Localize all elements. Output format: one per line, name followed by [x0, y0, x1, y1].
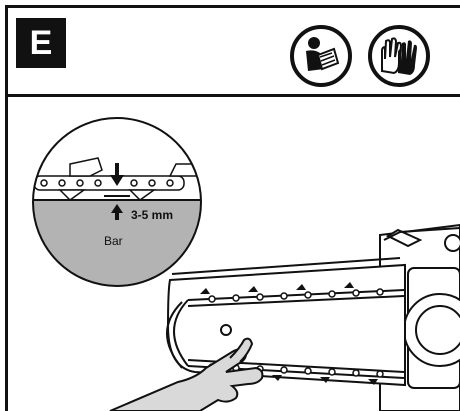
step-letter: E	[16, 18, 66, 68]
bar-label: Bar	[104, 234, 123, 248]
detail-magnifier: 3-5 mm Bar	[32, 117, 202, 287]
chain-closeup	[33, 157, 200, 201]
wear-gloves-icon	[368, 25, 430, 87]
panel-frame	[5, 5, 460, 411]
gloved-hand	[109, 337, 264, 411]
saw-top-bracket	[383, 227, 460, 241]
instruction-header: E	[5, 5, 460, 97]
gap-measurement-label: 3-5 mm	[131, 208, 173, 222]
read-manual-icon	[290, 25, 352, 87]
